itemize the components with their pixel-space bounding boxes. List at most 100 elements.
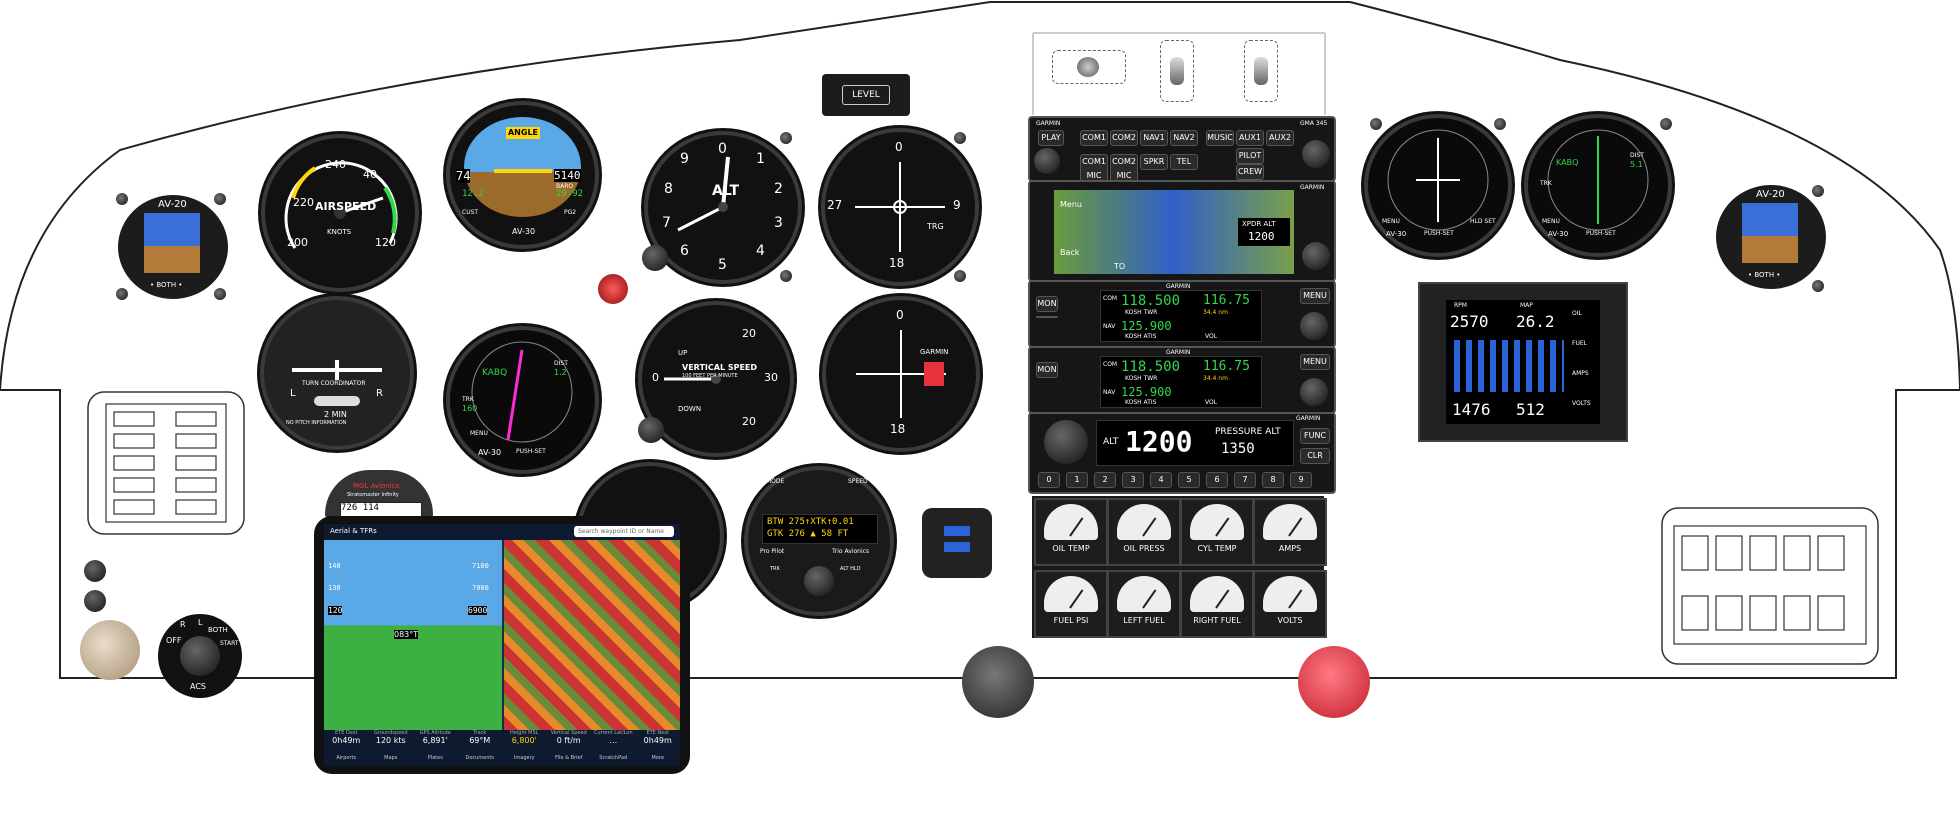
ipad-toolbar: Aerial & TFRs Search waypoint ID or Name <box>324 524 680 540</box>
cigarette-lighter[interactable] <box>80 620 140 680</box>
airspeed-tick: 40 <box>363 168 377 181</box>
com1-btn[interactable]: MON <box>1036 296 1058 312</box>
audio-btn-aux1[interactable]: AUX1 <box>1236 130 1264 146</box>
attitude-cust: CUST <box>462 209 479 216</box>
throttle-knob[interactable] <box>962 646 1034 718</box>
autopilot-top-left: MODE <box>766 478 785 485</box>
av30-2-bottom: AV-30 <box>1548 230 1569 238</box>
tab-imagery[interactable]: Imagery <box>513 755 535 761</box>
audio-btn-nav1[interactable]: NAV1 <box>1140 130 1168 146</box>
autopilot-btn-trk[interactable]: TRK <box>770 566 780 572</box>
attitude-alt: 5140 <box>554 169 581 182</box>
toggle-switch-1[interactable] <box>1052 50 1126 84</box>
screw <box>1812 280 1824 292</box>
toggle-switch-3[interactable] <box>1244 40 1278 102</box>
toggle-switch-2[interactable] <box>1160 40 1194 102</box>
altimeter-digit: 3 <box>774 215 783 231</box>
tab-plates[interactable]: Plates <box>427 755 443 761</box>
audio-btn-tel[interactable]: TEL <box>1170 154 1198 170</box>
vsi-knob[interactable] <box>638 417 664 443</box>
audio-btn-pilot[interactable]: PILOT <box>1236 148 1264 164</box>
altimeter-baro-knob[interactable] <box>642 245 668 271</box>
mag-l: L <box>198 618 203 627</box>
com1-vol: VOL <box>1205 333 1218 340</box>
tab-file-brief[interactable]: File & Brief <box>555 755 583 761</box>
ipad-search[interactable]: Search waypoint ID or Name <box>574 526 674 537</box>
com2-nav: 125.900 <box>1121 385 1172 399</box>
stat-label: Track <box>473 730 487 736</box>
gps-map-screen[interactable]: Menu Back TO XPDR ALT 1200 <box>1054 190 1294 274</box>
hsi-av30: KABQ DIST 1.2 TRK 160 AV-30 PUSH-SET MEN… <box>450 330 595 470</box>
altimeter-digit: 2 <box>774 181 783 197</box>
com1-menu[interactable]: MENU <box>1300 288 1330 304</box>
xpdr-pa-label: PRESSURE ALT <box>1215 427 1281 437</box>
screw <box>214 288 226 300</box>
com2-btn[interactable]: MON <box>1036 362 1058 378</box>
audio-volume-knob-left[interactable] <box>1034 148 1060 174</box>
hsi-dist-value: 1.2 <box>554 368 567 377</box>
level-button[interactable]: LEVEL <box>842 85 890 105</box>
xpdr-key-9[interactable]: 9 <box>1290 472 1312 488</box>
xpdr-key-2[interactable]: 2 <box>1094 472 1116 488</box>
gps-back[interactable]: Back <box>1060 248 1080 257</box>
turn-coordinator-title: TURN COORDINATOR <box>302 380 366 387</box>
turn-coordinator-r: R <box>376 388 383 399</box>
audio-btn-com1[interactable]: COM1 <box>1080 130 1108 146</box>
airspeed-units: KNOTS <box>327 228 352 236</box>
ipad[interactable]: Aerial & TFRs Search waypoint ID or Name… <box>314 516 690 774</box>
com1-knob[interactable] <box>1300 312 1328 340</box>
com1-btn-2[interactable] <box>1036 316 1058 318</box>
vsi-tick: 20 <box>742 415 756 428</box>
mixture-knob[interactable] <box>1298 646 1370 718</box>
audio-btn-nav2[interactable]: NAV2 <box>1170 130 1198 146</box>
tab-more[interactable]: More <box>651 755 664 761</box>
gps-menu[interactable]: Menu <box>1060 200 1082 209</box>
usb-port-1[interactable] <box>944 526 970 536</box>
ipad-screen: Aerial & TFRs Search waypoint ID or Name… <box>324 524 680 766</box>
xpdr-key-4[interactable]: 4 <box>1150 472 1172 488</box>
audio-btn-com1-mic[interactable]: COM1 MIC <box>1080 154 1108 184</box>
xpdr-key-1[interactable]: 1 <box>1066 472 1088 488</box>
tab-maps[interactable]: Maps <box>384 755 398 761</box>
audio-btn-com2-mic[interactable]: COM2 MIC <box>1110 154 1138 184</box>
usb-port-2[interactable] <box>944 542 970 552</box>
audio-btn-music[interactable]: MUSIC <box>1206 130 1234 146</box>
vsi-sub: 100 FEET PER MINUTE <box>682 373 738 379</box>
xpdr-btn-func[interactable]: FUNC <box>1300 428 1330 444</box>
xpdr-key-6[interactable]: 6 <box>1206 472 1228 488</box>
xpdr-key-3[interactable]: 3 <box>1122 472 1144 488</box>
gps-knob[interactable] <box>1302 242 1330 270</box>
mag-switch[interactable]: OFF R L BOTH START ACS <box>158 614 242 698</box>
xpdr-key-5[interactable]: 5 <box>1178 472 1200 488</box>
xpdr-key-7[interactable]: 7 <box>1234 472 1256 488</box>
audio-btn-crew[interactable]: CREW <box>1236 164 1264 180</box>
audio-btn-com2[interactable]: COM2 <box>1110 130 1138 146</box>
audio-volume-knob-right[interactable] <box>1302 140 1330 168</box>
autopilot-btn-alt[interactable]: ALT HLD <box>840 566 861 572</box>
mag-switch-key[interactable] <box>180 636 220 676</box>
small-knob-1[interactable] <box>84 560 106 582</box>
engine-rpm: 2570 <box>1450 312 1489 331</box>
stat-value: 0h49m <box>643 736 672 745</box>
tab-documents[interactable]: Documents <box>465 755 494 761</box>
xpdr-mode-knob[interactable] <box>1044 420 1088 464</box>
xpdr-btn-clr[interactable]: CLR <box>1300 448 1330 464</box>
audio-btn-spkr[interactable]: SPKR <box>1140 154 1168 170</box>
xpdr-key-8[interactable]: 8 <box>1262 472 1284 488</box>
audio-btn-aux2[interactable]: AUX2 <box>1266 130 1294 146</box>
mgl-v2: 114 <box>362 503 379 513</box>
tab-scratchpad[interactable]: ScratchPad <box>599 755 628 761</box>
com2-knob[interactable] <box>1300 378 1328 406</box>
tab-airports[interactable]: Airports <box>336 755 357 761</box>
screw <box>214 193 226 205</box>
mag-off: OFF <box>166 636 182 645</box>
audio-btn-play[interactable]: PLAY <box>1038 130 1064 146</box>
red-warning-button[interactable] <box>598 274 628 304</box>
xpdr-key-0[interactable]: 0 <box>1038 472 1060 488</box>
com2-brand: GARMIN <box>1166 349 1191 356</box>
autopilot-knob[interactable] <box>804 566 834 596</box>
com2-menu[interactable]: MENU <box>1300 354 1330 370</box>
small-knob-2[interactable] <box>84 590 106 612</box>
com2-active-label: COM <box>1103 361 1118 368</box>
moving-map[interactable] <box>504 540 680 730</box>
